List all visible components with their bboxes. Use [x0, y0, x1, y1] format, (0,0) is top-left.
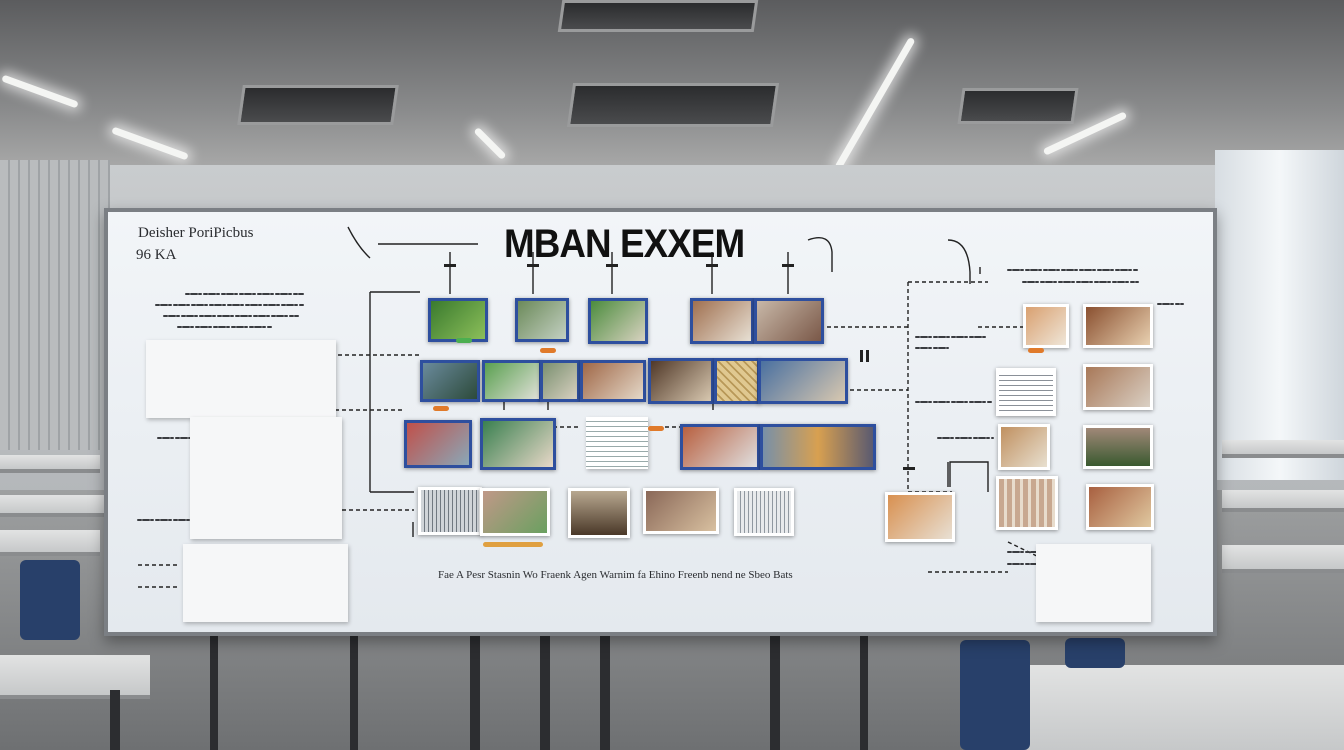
desk	[0, 455, 100, 469]
photo-card	[758, 358, 848, 404]
magnet	[456, 338, 472, 343]
paper-note	[586, 417, 648, 469]
board-stand-leg	[770, 636, 780, 750]
photo-card	[480, 418, 556, 470]
paper-note	[190, 417, 342, 539]
photo-card	[1083, 425, 1153, 469]
photo-card	[480, 488, 550, 536]
desk	[0, 495, 105, 513]
ceiling-vent	[237, 85, 399, 125]
photo-card	[580, 360, 646, 402]
desk	[0, 530, 100, 552]
paper-note	[146, 340, 336, 418]
chair	[20, 560, 80, 640]
photo-card	[714, 358, 760, 404]
photo-card	[760, 424, 876, 470]
desk	[1222, 490, 1344, 508]
magnet	[648, 426, 664, 431]
photo-card	[754, 298, 824, 344]
photo-card	[643, 488, 719, 534]
paper-note	[183, 544, 348, 622]
board-subheading: 96 KA	[136, 247, 177, 263]
photo-card	[588, 298, 648, 344]
photo-card	[734, 488, 794, 536]
photo-card	[1083, 304, 1153, 348]
photo-card	[540, 360, 580, 402]
window	[1215, 150, 1344, 480]
whiteboard: MBAN EXXEM Deisher PoriPicbus 96 KA	[104, 208, 1217, 636]
board-heading: Deisher PoriPicbus	[138, 225, 254, 241]
board-stand-leg	[350, 636, 358, 750]
ceiling-vent	[557, 0, 759, 32]
ceiling-vent	[566, 83, 780, 127]
photo-card	[1023, 304, 1069, 348]
photo-card	[998, 424, 1050, 470]
board-stand-leg	[600, 636, 610, 750]
magnet	[540, 348, 556, 353]
photo-card	[680, 424, 760, 470]
magnet	[433, 406, 449, 411]
flowchart-connectors	[138, 226, 1075, 588]
photo-card	[1086, 484, 1154, 530]
window-blinds	[0, 160, 110, 450]
photo-card	[996, 368, 1056, 416]
photo-card	[648, 358, 714, 404]
photo-card	[885, 492, 955, 542]
ceiling-vent	[957, 88, 1079, 124]
board-stand-leg	[210, 636, 218, 750]
chair	[960, 640, 1030, 750]
photo-card	[420, 360, 480, 402]
board-title: MBAN EXXEM	[504, 222, 745, 266]
desk	[0, 655, 150, 695]
photo-card	[568, 488, 630, 538]
magnet	[1028, 348, 1044, 353]
desk	[1222, 440, 1344, 454]
photo-card	[482, 360, 542, 402]
photo-card	[418, 487, 482, 535]
photo-card	[515, 298, 569, 342]
desk	[1222, 545, 1344, 569]
photo-card	[1083, 364, 1153, 410]
paper-note	[1036, 544, 1151, 622]
board-stand-leg	[470, 636, 480, 750]
magnet	[483, 542, 543, 547]
chair	[1065, 638, 1125, 668]
photo-card	[690, 298, 754, 344]
desk-leg	[110, 690, 120, 750]
photo-card	[428, 298, 488, 342]
board-caption: Fae A Pesr Stasnin Wo Fraenk Agen Warnim…	[438, 569, 793, 581]
photo-card	[996, 476, 1058, 530]
board-stand-leg	[540, 636, 550, 750]
board-stand-leg	[860, 636, 868, 750]
desk	[1015, 665, 1344, 750]
photo-card	[404, 420, 472, 468]
